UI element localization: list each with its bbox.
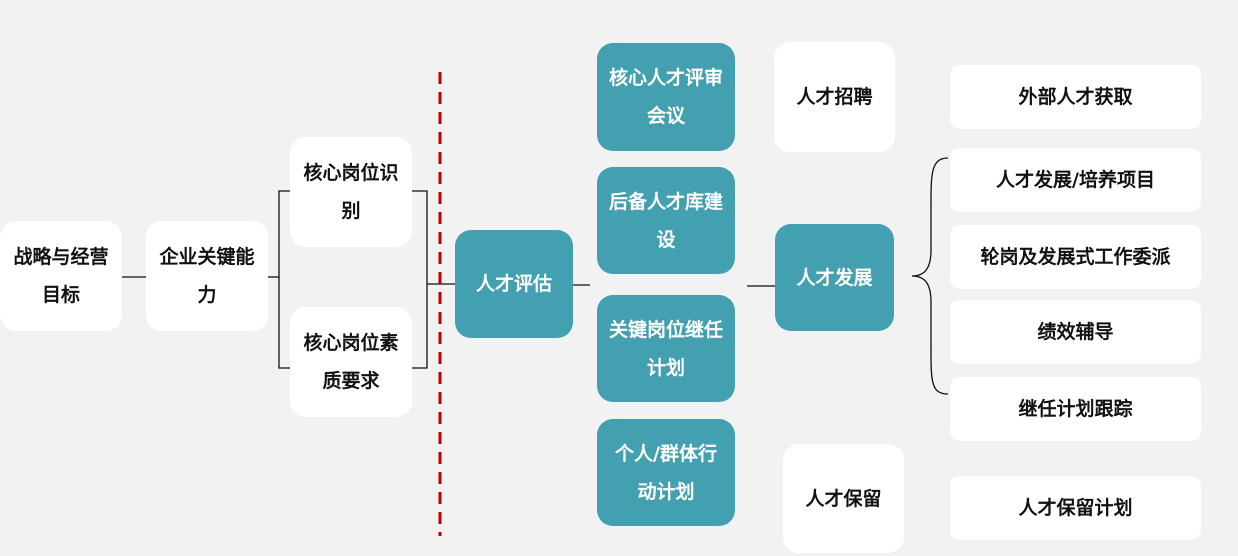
node-pool: 后备人才库建设 xyxy=(597,167,735,274)
action-item: 人才发展/培养项目 xyxy=(950,148,1201,212)
left-bracket xyxy=(278,190,298,369)
node-strategy: 战略与经营目标 xyxy=(0,221,122,331)
action-item: 轮岗及发展式工作委派 xyxy=(950,225,1201,289)
action-item: 继任计划跟踪 xyxy=(950,377,1201,441)
node-recruit: 人才招聘 xyxy=(774,42,895,152)
node-assessment: 人才评估 xyxy=(455,230,573,338)
curly-brace xyxy=(911,157,949,395)
action-item: 人才保留计划 xyxy=(950,476,1201,540)
node-action: 个人/群体行动计划 xyxy=(597,419,735,526)
action-item: 外部人才获取 xyxy=(950,65,1201,129)
node-core-position-req: 核心岗位素质要求 xyxy=(290,307,412,417)
node-retain: 人才保留 xyxy=(783,444,904,553)
right-bracket xyxy=(412,190,428,369)
node-succession: 关键岗位继任计划 xyxy=(597,295,735,402)
node-review: 核心人才评审会议 xyxy=(597,43,735,151)
node-capability: 企业关键能力 xyxy=(146,221,268,331)
node-core-position-id: 核心岗位识别 xyxy=(290,137,412,247)
action-item: 绩效辅导 xyxy=(950,300,1201,364)
node-develop: 人才发展 xyxy=(775,224,894,331)
